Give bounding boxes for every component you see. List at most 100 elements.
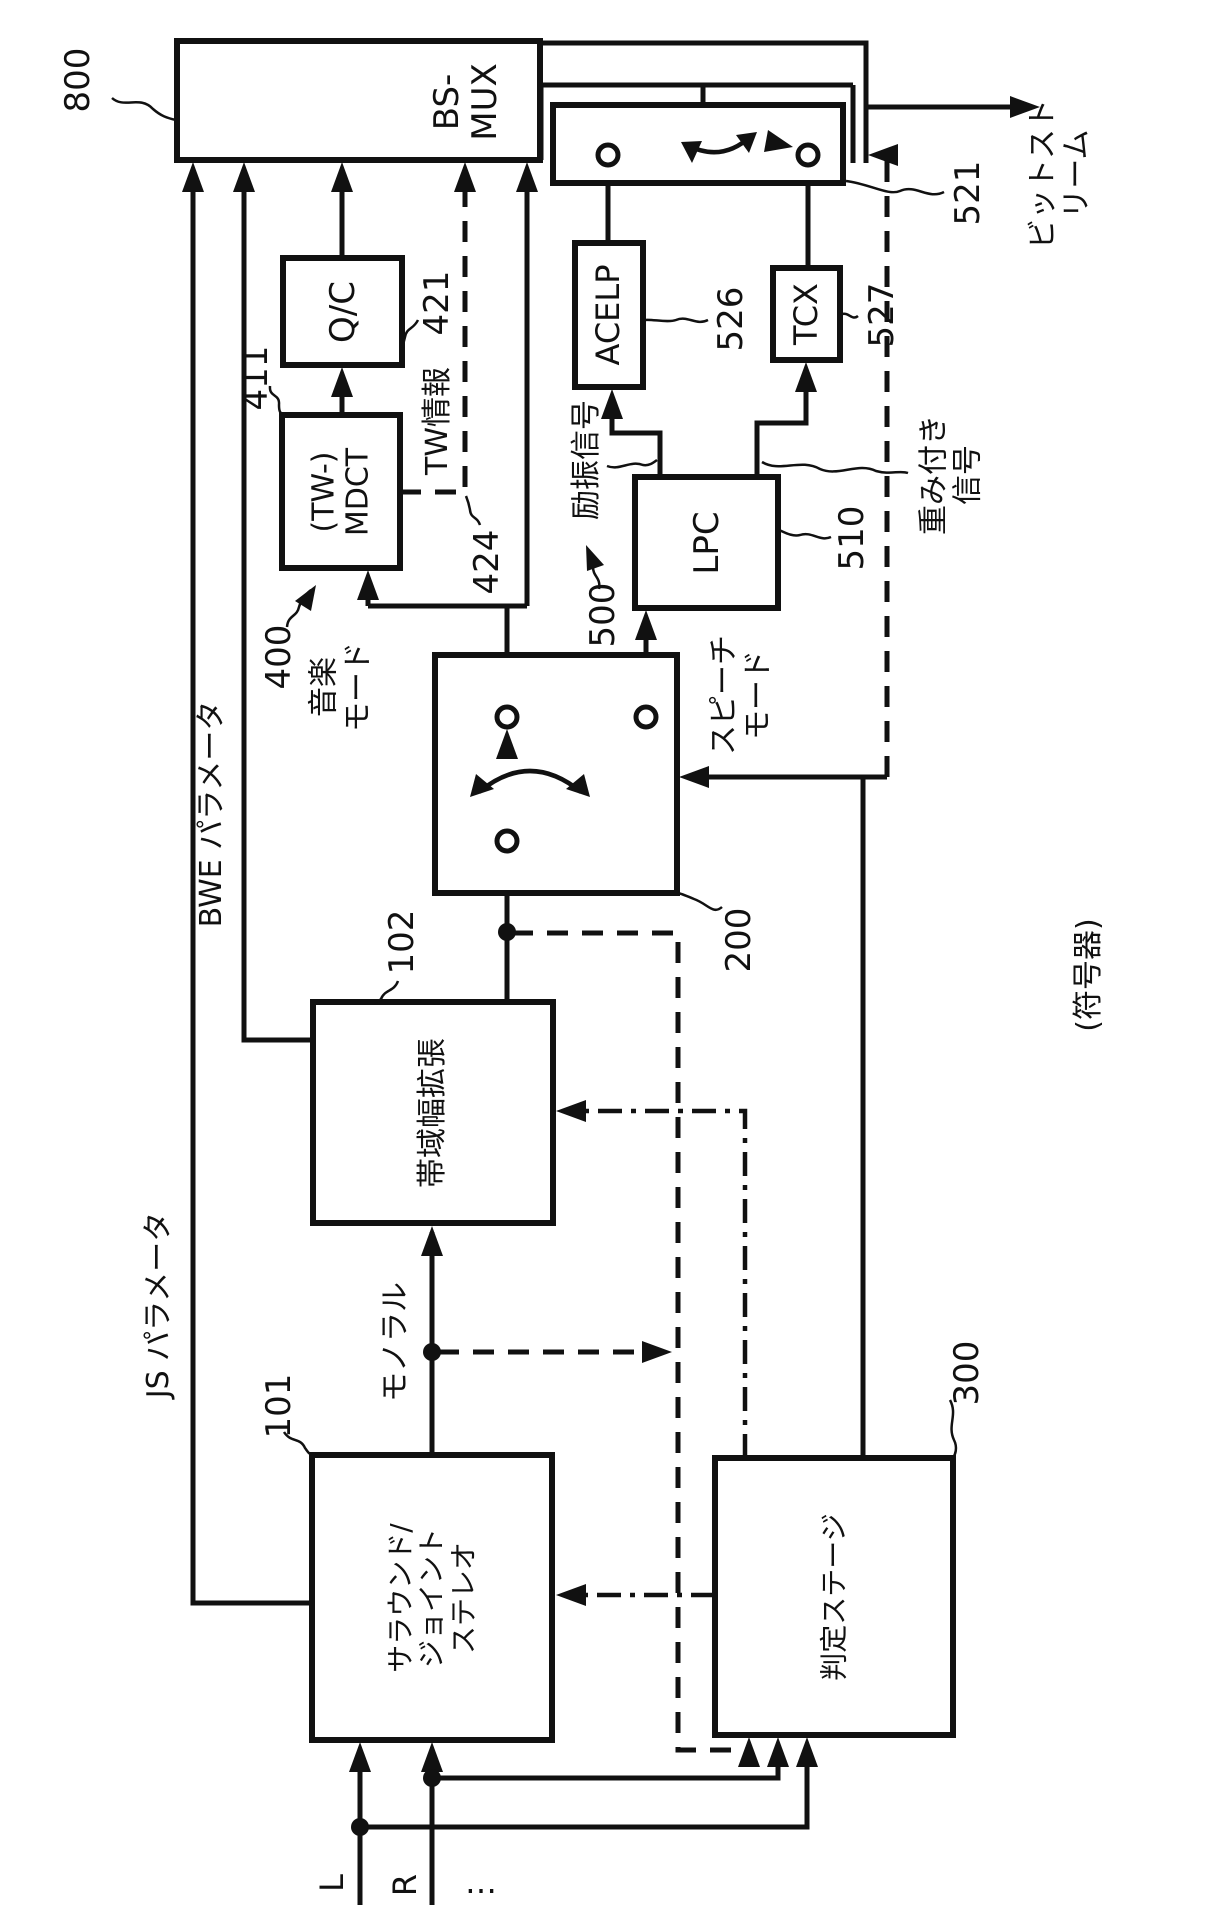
arrow-control-into-101: [556, 1584, 586, 1606]
switch200-input-contact: [494, 828, 520, 854]
bandwidth-extension-label: 帯域幅拡張: [415, 1038, 451, 1188]
input-l-branch-to-300: [360, 1748, 810, 1830]
qc-box: [280, 255, 405, 368]
arrow-mono-into-102: [421, 1226, 443, 1256]
qc-label: Q/C: [322, 281, 363, 343]
squiggle-300: [948, 1399, 958, 1459]
excitation-label: 励振信号: [569, 400, 605, 520]
speech-mode-label: スピーチ モード: [706, 635, 775, 755]
arrow-mode-into-switch521: [868, 144, 898, 166]
switch-contacts: [351, 142, 821, 1836]
squiggle-102: [373, 980, 400, 1004]
squiggle-421: [400, 319, 420, 351]
ref-411: 411: [235, 345, 276, 411]
mono-junction-dot: [423, 1343, 441, 1361]
squiggle-200: [677, 891, 723, 912]
lpc-label: LPC: [686, 511, 727, 575]
ref-510: 510: [831, 505, 872, 571]
arrow-tw-into-mux: [454, 162, 476, 192]
arrow-tap2-join: [642, 1341, 672, 1363]
bitstream-label: ビットストリーム: [1025, 99, 1094, 249]
decision-stage-label: 判定ステージ: [817, 1513, 851, 1681]
ref-102: 102: [381, 909, 422, 975]
arrow-bwe-into-mux: [233, 162, 255, 192]
switch200-speech-contact: [633, 704, 659, 730]
bwe-params-label: BWE パラメータ: [194, 700, 230, 928]
decision-stage-box: [712, 1455, 956, 1738]
arrow-mode-into-switch200: [679, 766, 709, 788]
core-junction-dot: [498, 923, 516, 941]
input-more-label: …: [465, 1863, 497, 1902]
weighted-wire: [754, 373, 809, 477]
arrow-l-into-101: [349, 1742, 371, 1772]
arc200-head-a: [470, 774, 494, 797]
ref-424: 424: [466, 529, 507, 595]
js-params-wire: [190, 173, 312, 1606]
squiggle-800: [111, 96, 177, 122]
squiggle-510: [778, 528, 832, 540]
squiggle-weighted: [761, 460, 909, 475]
mono-label: モノラル: [378, 1282, 414, 1402]
acelp-label: ACELP: [589, 264, 628, 366]
switch200-rotate-arc: [477, 768, 583, 794]
ref-500: 500: [582, 582, 623, 648]
bandwidth-extension-box: [310, 999, 556, 1226]
input-l-label: L: [313, 1874, 352, 1892]
arc521-head-b: [736, 132, 757, 153]
arc200-head-b: [566, 774, 590, 797]
tw-mdct-box: [279, 412, 403, 571]
arrow-control-into-102: [556, 1100, 586, 1122]
arrow-r-into-101: [421, 1742, 443, 1772]
squiggle-411: [268, 385, 284, 417]
squiggle-excitation: [606, 458, 658, 469]
squiggle-521: [845, 179, 945, 196]
arrow-core-into-mux: [516, 162, 538, 192]
ref-521: 521: [947, 160, 988, 226]
ref-400: 400: [258, 624, 299, 690]
mux-output-wire: [540, 40, 869, 163]
ref-421: 421: [416, 270, 457, 336]
ref-101: 101: [258, 1373, 299, 1439]
arc521-head-a: [681, 141, 702, 163]
arrow-switch521-arm: [764, 130, 793, 152]
arrow-r-into-300: [767, 1737, 789, 1767]
tw-mdct-label: (TW-) MDCT: [306, 447, 375, 537]
arrow-into-lpc: [635, 610, 657, 640]
dashdot-wires: [568, 1108, 748, 1598]
arrow-into-tcx: [795, 362, 817, 392]
ref-300: 300: [946, 1340, 987, 1406]
r-junction-dot: [423, 1769, 441, 1787]
arrow-into-acelp: [601, 389, 623, 419]
arrow-into-mdct: [357, 570, 379, 600]
surround-joint-stereo-box: [309, 1452, 555, 1743]
blocks: [174, 38, 956, 1743]
squiggle-400-arrowhead: [295, 585, 316, 611]
encoder-caption: (符号器): [1071, 918, 1107, 1032]
ref-526: 526: [710, 286, 751, 352]
switch521-tcx-contact: [795, 142, 821, 168]
control-to-102: [568, 1108, 748, 1458]
squiggle-500-arrowhead: [586, 545, 604, 571]
reference-squiggles: [111, 96, 958, 1459]
squiggle-424: [464, 495, 482, 526]
surround-joint-stereo-label: サラウンド/ ジョイント ステレオ: [383, 1523, 480, 1673]
ref-200: 200: [718, 907, 759, 973]
squiggle-526: [644, 317, 709, 324]
arrow-qc-into-mux: [331, 162, 353, 192]
input-r-label: R: [386, 1873, 425, 1897]
arrow-mdct-into-qc: [331, 367, 353, 397]
arrow-tap-into-300: [738, 1737, 760, 1767]
squiggle-527: [841, 312, 859, 319]
weighted-label: 重み付き 信号: [916, 415, 985, 535]
bs-mux-box: [174, 38, 543, 163]
ref-527: 527: [861, 282, 902, 348]
bs-mux-label: BS- MUX: [426, 63, 505, 141]
switch200-music-contact: [494, 704, 520, 730]
squiggle-101: [282, 1431, 313, 1457]
ref-800: 800: [57, 47, 98, 113]
tw-info-label: TW情報: [420, 367, 456, 475]
switch521-acelp-contact: [595, 142, 621, 168]
